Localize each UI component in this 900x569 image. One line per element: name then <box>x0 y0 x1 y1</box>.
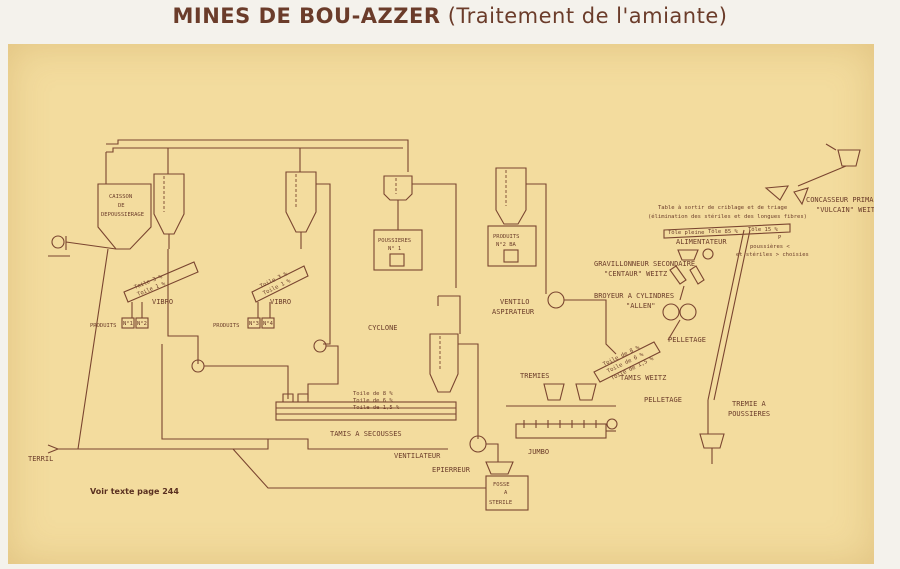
vibro-1: Toile 3 % Toile 1 % VIBRO N°1 N°2 PRODUI… <box>90 261 199 329</box>
voir-texte: Voir texte page 244 <box>90 487 179 496</box>
table-cell-p: P <box>778 235 782 241</box>
fosse-sterile <box>485 475 529 511</box>
bottom-line <box>78 438 448 450</box>
table-cell-3: Tôle 15 % <box>748 226 778 233</box>
fosse-a-label: A <box>504 490 508 496</box>
tamis-a-secousses: Toile de 8 % Toile de 6 % Toile de 1,5 %… <box>275 391 457 438</box>
fan-icon <box>51 235 65 249</box>
fosse-label: FOSSE <box>493 482 510 488</box>
page-title: MINES DE BOU-AZZER (Traitement de l'amia… <box>0 4 900 28</box>
ventilo-label: VENTILO <box>500 298 530 306</box>
cyclone-1 <box>153 173 185 249</box>
jumbo-label: JUMBO <box>528 448 549 456</box>
vibro1-label: VIBRO <box>152 298 173 306</box>
aspirateur-label: ASPIRATEUR <box>492 308 535 316</box>
tremie-poussieres-label: POUSSIERES <box>728 410 770 418</box>
produits-n3: N°3 <box>249 321 259 327</box>
terril-arrow <box>47 444 59 454</box>
caisson-de-label: DE <box>118 203 125 209</box>
table-cell-2: Tôle 85 % <box>708 228 738 235</box>
vibro2-label: VIBRO <box>270 298 291 306</box>
produits-label-1: PRODUITS <box>90 323 117 329</box>
jumbo-motor-icon <box>606 418 618 430</box>
vulcain-label: "VULCAIN" WEITZ <box>816 206 874 214</box>
ventilateur-epierreur: VENTILATEUR EPIERREUR FOSSE A STERILE <box>232 435 529 511</box>
table-text-2: (élimination des stériles et des longues… <box>648 213 807 220</box>
centaur-label: "CENTAUR" WEITZ <box>604 270 667 278</box>
caisson-label: CAISSON <box>109 194 132 200</box>
allen-label: "ALLEN" <box>626 302 656 310</box>
tamis-weitz: Toile de 8 % Toile de 6 % Toile de 1,5 %… <box>593 336 706 404</box>
table-criblage: Table à sortir de criblage et de triage … <box>648 204 807 241</box>
fan-ducts <box>204 345 339 399</box>
produits-label-2: PRODUITS <box>213 323 240 329</box>
concasseur-vulcain: CONCASSEUR PRIMAIRE "VULCAIN" WEITZ <box>707 143 874 401</box>
top-duct <box>106 139 409 145</box>
tremies-label: TREMIES <box>520 372 550 380</box>
poussieres-n1: POUSSIERES N° 1 <box>373 175 457 288</box>
poussieres-n1-label: N° 1 <box>388 246 401 252</box>
produits-n1: N°1 <box>123 321 133 327</box>
jumbo: TREMIES JUMBO <box>506 372 618 456</box>
flow-diagram: CAISSON DE DEPOUSSIERAGE Toile 3 % Toile… <box>28 139 874 511</box>
alimentateur: ALIMENTATEUR poussières < et stériles > … <box>676 238 809 261</box>
duct-drops <box>167 144 409 174</box>
poussieres-note: poussières < <box>750 243 790 250</box>
cyclone-main: CYCLONE <box>368 295 479 439</box>
table-cell-1: Tôle pleine <box>668 229 704 236</box>
produits-n2: N°2 <box>137 321 147 327</box>
terril-label: TERRIL <box>28 455 53 463</box>
sterile-label: STERILE <box>489 500 512 506</box>
ventilo-fan <box>547 291 565 309</box>
caisson-depoussierage: CAISSON DE DEPOUSSIERAGE <box>48 152 152 257</box>
tremie-a-label: TREMIE A <box>732 400 767 408</box>
vibro-2: Toile 3 % Toile 1 % VIBRO N°3 N°4 PRODUI… <box>213 265 309 329</box>
produits-box-n: N°2 BA <box>496 242 517 248</box>
tamis-weitz-label: TAMIS WEITZ <box>620 374 666 382</box>
tamis-toile15: Toile de 1,5 % <box>353 405 400 411</box>
gravillonneur-label: GRAVILLONNEUR SECONDAIRE <box>594 260 695 268</box>
epierreur-label: EPIERREUR <box>432 466 471 474</box>
caisson-dep-label: DEPOUSSIERAGE <box>101 212 144 218</box>
tamis-label: TAMIS A SECOUSSES <box>330 430 402 438</box>
terril-chute <box>58 248 109 450</box>
alimentateur-label: ALIMENTATEUR <box>676 238 727 246</box>
steriles-note: et stériles > choisies <box>736 251 809 258</box>
cyclone-2 <box>285 171 331 345</box>
diagram-sheet <box>8 44 874 564</box>
title-main: MINES DE BOU-AZZER <box>172 4 441 28</box>
broyeur-label: BROYEUR A CYLINDRES <box>594 292 674 300</box>
ventilateur-label: VENTILATEUR <box>394 452 441 460</box>
title-sub: (Traitement de l'amiante) <box>447 4 728 28</box>
table-text-1: Table à sortir de criblage et de triage <box>658 204 787 211</box>
produits-box-label: PRODUITS <box>493 234 520 240</box>
top-duct-inner <box>106 147 403 153</box>
tamis-toile6: Toile de 6 % <box>353 398 393 404</box>
concasseur-label: CONCASSEUR PRIMAIRE <box>806 196 874 204</box>
gravillonneur-centaur: GRAVILLONNEUR SECONDAIRE "CENTAUR" WEITZ <box>594 260 705 301</box>
produits-n2ba: PRODUITS N°2 BA VENTILO ASPIRATEUR <box>487 167 617 355</box>
tremie-poussieres: TREMIE A POUSSIERES <box>699 400 770 464</box>
pelletage-label-2: PELLETAGE <box>644 396 682 404</box>
sterile-line <box>232 448 486 489</box>
fan-right <box>313 339 327 353</box>
poussieres-label: POUSSIERES <box>378 238 411 244</box>
broyeur-allen: BROYEUR A CYLINDRES "ALLEN" <box>594 292 697 341</box>
cyclone-label: CYCLONE <box>368 324 398 332</box>
tamis-toile8: Toile de 8 % <box>353 391 393 397</box>
produits-n4: N°4 <box>263 321 274 327</box>
left-ducts <box>161 249 268 440</box>
pelletage-label-1: PELLETAGE <box>668 336 706 344</box>
